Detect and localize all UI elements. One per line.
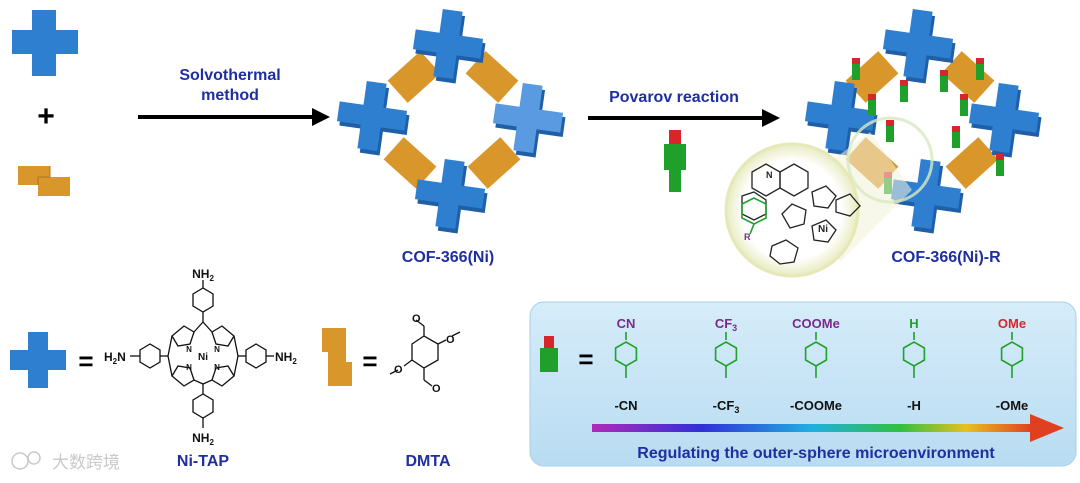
substituent-item: CF3 -CF3 (713, 316, 740, 415)
ni-center-label: Ni (198, 352, 208, 363)
substituent-list: CN -CN CF3 -CF3 COOMe -COOMe H -H OMe -OMe (614, 316, 1028, 415)
equals-sign-3: = (578, 344, 593, 374)
plus-sign: + (37, 100, 55, 133)
rainbow-arrow (592, 414, 1064, 442)
legend-orange-linker-icon (322, 328, 352, 386)
green-red-substituent-icon (664, 130, 686, 192)
blue-cross-icon (12, 10, 78, 76)
povarov-arrow (588, 109, 780, 127)
step1-label-line2: method (201, 87, 259, 104)
cof-366-ni-r-label: COF-366(Ni)-R (891, 249, 1001, 266)
h2n-left-label: H2N (104, 350, 126, 366)
substituent-bottom-label: -CN (614, 398, 637, 413)
substituent-top-label: COOMe (792, 316, 840, 331)
substituent-item: OMe -OMe (996, 316, 1029, 413)
ni-tap-n-label-1: N (186, 345, 192, 354)
substituent-bottom-label: -CF3 (713, 398, 740, 415)
substituent-item: H -H (902, 316, 926, 413)
nh2-bottom-label: NH2 (192, 431, 214, 447)
magnifier-lens: R N Ni (724, 116, 934, 278)
step1-label-line1: Solvothermal (179, 67, 280, 84)
equals-sign-1: = (78, 346, 93, 376)
substituent-bottom-label: -H (907, 398, 921, 413)
substituent-bottom-label: -COOMe (790, 398, 842, 413)
ni-tap-structure (130, 280, 274, 428)
cof-366-ni-r-framework (804, 8, 1042, 234)
ni-tap-n-label-2: N (214, 345, 220, 354)
legend-blue-cross-icon (10, 332, 66, 388)
substituent-top-label: CN (617, 316, 636, 331)
ni-tap-n-label-4: N (214, 363, 220, 372)
dmta-name: DMTA (405, 453, 450, 470)
dmta-structure (389, 319, 461, 387)
nh2-top-label: NH2 (192, 267, 214, 283)
magnifier-r-label: R (744, 232, 751, 242)
cof-366-ni-framework (336, 8, 566, 234)
substituent-item: CN -CN (614, 316, 637, 413)
panel-caption: Regulating the outer-sphere microenviron… (637, 445, 995, 462)
substituent-top-label: H (909, 316, 918, 331)
magnifier-n-label: N (766, 170, 773, 180)
equals-sign-2: = (362, 346, 377, 376)
ni-tap-name: Ni-TAP (177, 453, 229, 470)
cof-366-ni-label: COF-366(Ni) (402, 249, 494, 266)
svg-text:大数跨境: 大数跨境 (52, 453, 120, 473)
watermark: 大数跨境 (11, 451, 120, 473)
panel-substituent-icon (540, 336, 558, 372)
magnifier-ni-label: Ni (818, 224, 828, 235)
solvothermal-arrow (138, 108, 330, 126)
substituent-item: COOMe -COOMe (790, 316, 842, 413)
nh2-right-label: NH2 (275, 350, 297, 366)
dmta-o-label-2: O (446, 334, 455, 346)
orange-linker-icon (18, 166, 70, 196)
ni-tap-n-label-3: N (186, 363, 192, 372)
substituent-top-label: CF3 (715, 316, 737, 333)
green-phenyl-ring (741, 197, 767, 235)
substituent-bottom-label: -OMe (996, 398, 1029, 413)
step2-label: Povarov reaction (609, 89, 739, 106)
dmta-o-label-3: O (394, 364, 403, 376)
substituent-top-label: OMe (998, 316, 1026, 331)
dmta-o-label-1: O (412, 313, 421, 325)
dmta-o-label-4: O (432, 383, 441, 395)
